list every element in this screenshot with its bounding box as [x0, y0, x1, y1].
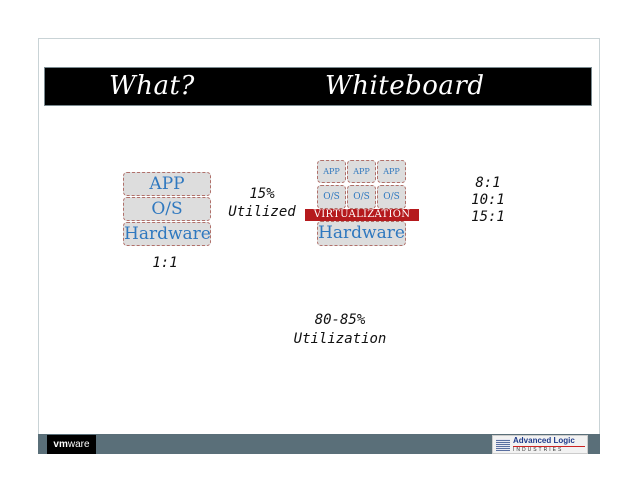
title-banner: What? Whiteboard	[44, 67, 592, 106]
vmware-logo: vmware	[47, 435, 96, 454]
traditional-ratio: 1:1	[152, 255, 178, 271]
traditional-utilization-label: Utilized	[228, 204, 296, 220]
virtualized-utilization-value: 80-85%	[314, 312, 366, 328]
virtualized-hardware-layer: Hardware	[317, 221, 406, 246]
advanced-logic-logo: Advanced Logic INDUSTRIES	[492, 435, 588, 454]
title-whiteboard: Whiteboard	[325, 71, 485, 101]
vmware-logo-rest: ware	[67, 439, 90, 450]
virtualized-utilization-label: Utilization	[293, 331, 387, 347]
slide-frame	[38, 38, 600, 454]
advanced-logic-name: Advanced Logic	[513, 436, 575, 445]
virtualized-ratio-3: 15:1	[471, 209, 505, 225]
virtualized-ratio-1: 8:1	[475, 175, 501, 191]
virtualization-layer: VIRTUALIZATION	[305, 209, 419, 221]
vm1-app-layer: APP	[317, 160, 346, 183]
vm3-os-layer: O/S	[377, 185, 406, 209]
vm3-app-layer: APP	[377, 160, 406, 183]
vmware-logo-bold: vm	[53, 439, 68, 450]
advanced-logic-rule	[513, 446, 585, 447]
vm2-app-layer: APP	[347, 160, 376, 183]
traditional-utilization-value: 15%	[249, 186, 275, 202]
traditional-hardware-layer: Hardware	[123, 222, 211, 246]
footer-bar	[38, 434, 600, 454]
traditional-os-layer: O/S	[123, 197, 211, 221]
traditional-app-layer: APP	[123, 172, 211, 196]
vm2-os-layer: O/S	[347, 185, 376, 209]
title-what: What?	[109, 71, 195, 101]
advanced-logic-mark-icon	[496, 439, 510, 451]
vm1-os-layer: O/S	[317, 185, 346, 209]
virtualized-ratio-2: 10:1	[471, 192, 505, 208]
advanced-logic-sub: INDUSTRIES	[513, 447, 564, 453]
